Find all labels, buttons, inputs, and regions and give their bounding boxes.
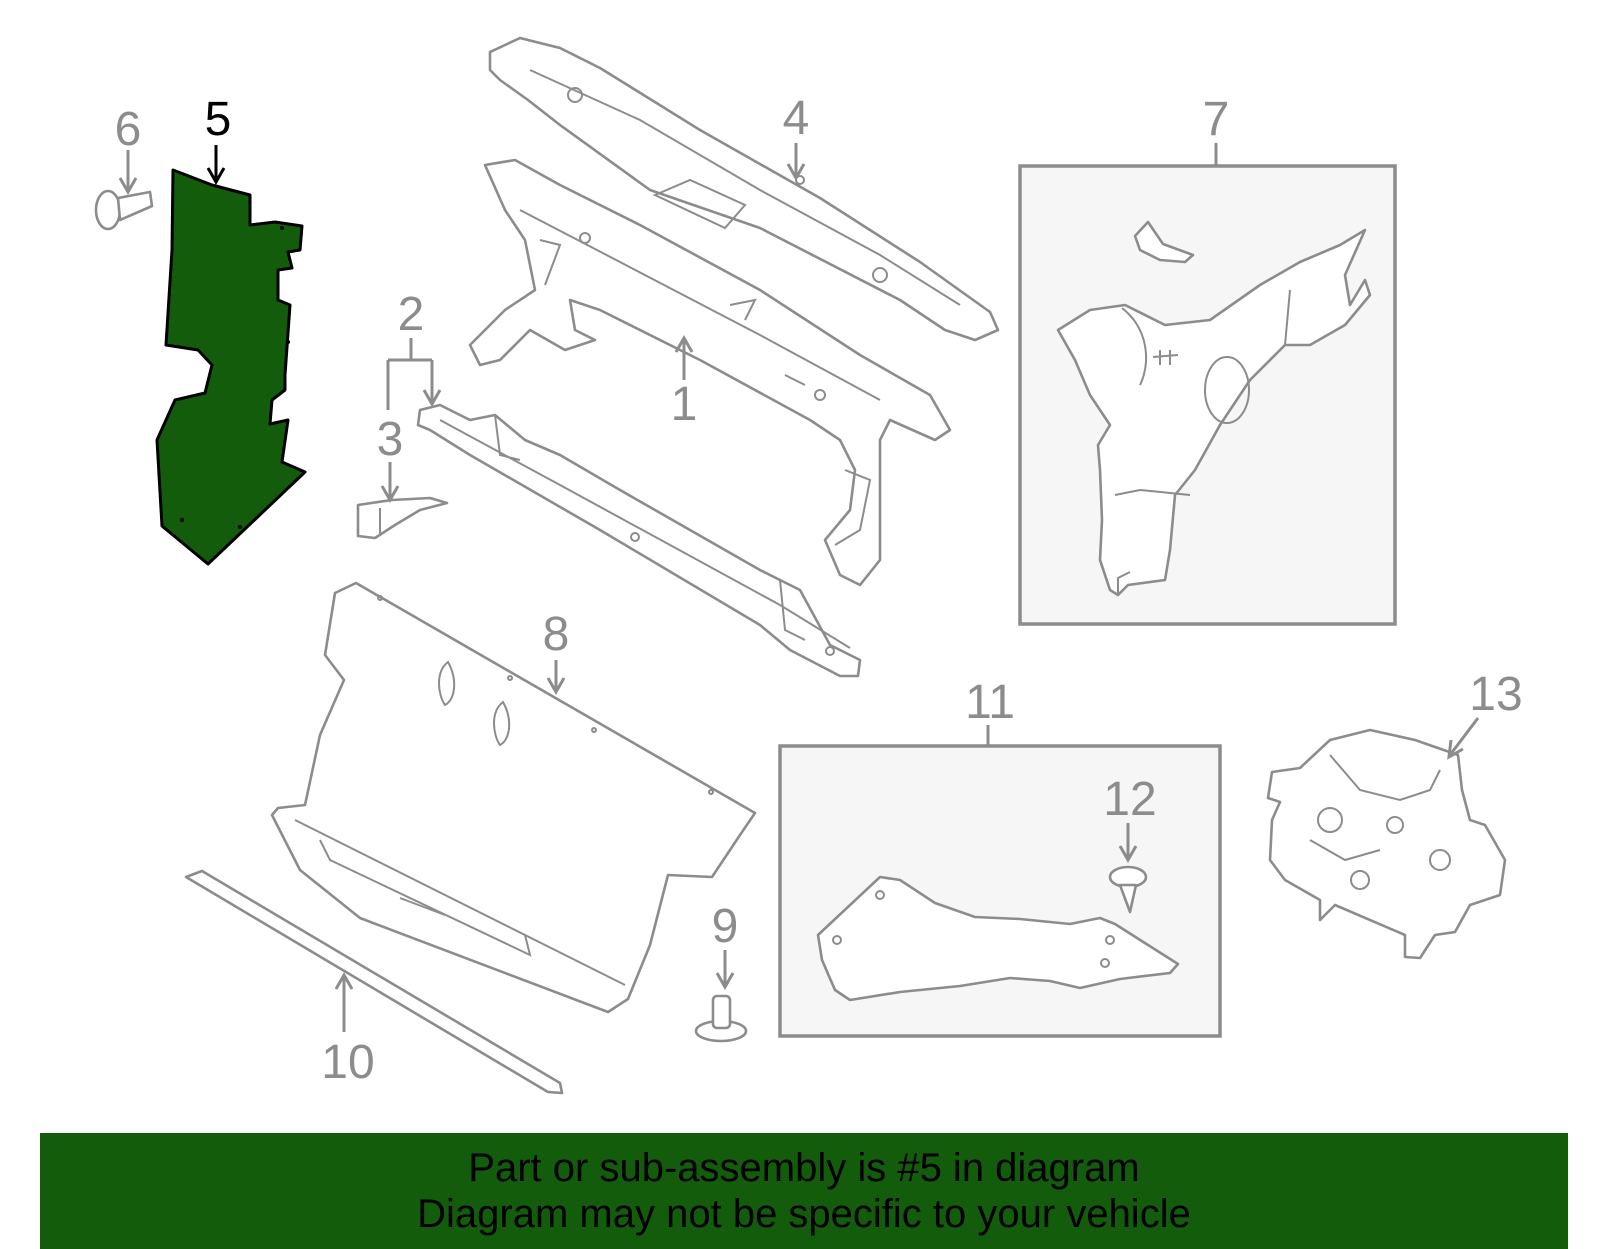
callout-11[interactable]: 11 bbox=[965, 676, 1015, 729]
part-4-upper-tie-bar[interactable] bbox=[488, 36, 1000, 342]
callout-8[interactable]: 8 bbox=[543, 608, 570, 661]
callout-1[interactable]: 1 bbox=[671, 378, 698, 431]
callout-13[interactable]: 13 bbox=[1469, 668, 1522, 721]
part-10-seal-strip[interactable] bbox=[184, 869, 564, 1095]
callout-3[interactable]: 3 bbox=[377, 413, 404, 466]
leader-lines bbox=[118, 143, 1480, 1032]
part-3-bracket[interactable] bbox=[356, 496, 449, 540]
info-banner: Part or sub-assembly is #5 in diagram Di… bbox=[40, 1133, 1568, 1249]
callout-7[interactable]: 7 bbox=[1203, 93, 1230, 146]
callout-5[interactable]: 5 bbox=[205, 93, 232, 146]
callout-9[interactable]: 9 bbox=[712, 900, 739, 953]
part-5-air-deflector[interactable] bbox=[155, 168, 307, 566]
callout-2[interactable]: 2 bbox=[398, 288, 425, 341]
callout-12[interactable]: 12 bbox=[1103, 773, 1156, 826]
part-7-air-guide-box[interactable] bbox=[1018, 164, 1397, 626]
part-6-push-pin[interactable] bbox=[94, 189, 154, 231]
part-8-deflector-panel[interactable] bbox=[270, 581, 757, 1014]
banner-line-2: Diagram may not be specific to your vehi… bbox=[417, 1192, 1191, 1236]
part-1-radiator-support[interactable] bbox=[468, 158, 952, 587]
banner-line-1: Part or sub-assembly is #5 in diagram bbox=[468, 1146, 1140, 1190]
callout-4[interactable]: 4 bbox=[783, 92, 810, 145]
callout-6[interactable]: 6 bbox=[115, 103, 142, 156]
part-9-push-pin[interactable] bbox=[694, 994, 748, 1043]
part-11-guide-box[interactable] bbox=[778, 744, 1222, 1038]
callout-10[interactable]: 10 bbox=[321, 1036, 374, 1089]
part-13-module[interactable] bbox=[1266, 728, 1507, 960]
part-2-lower-tie-bar[interactable] bbox=[416, 403, 862, 678]
